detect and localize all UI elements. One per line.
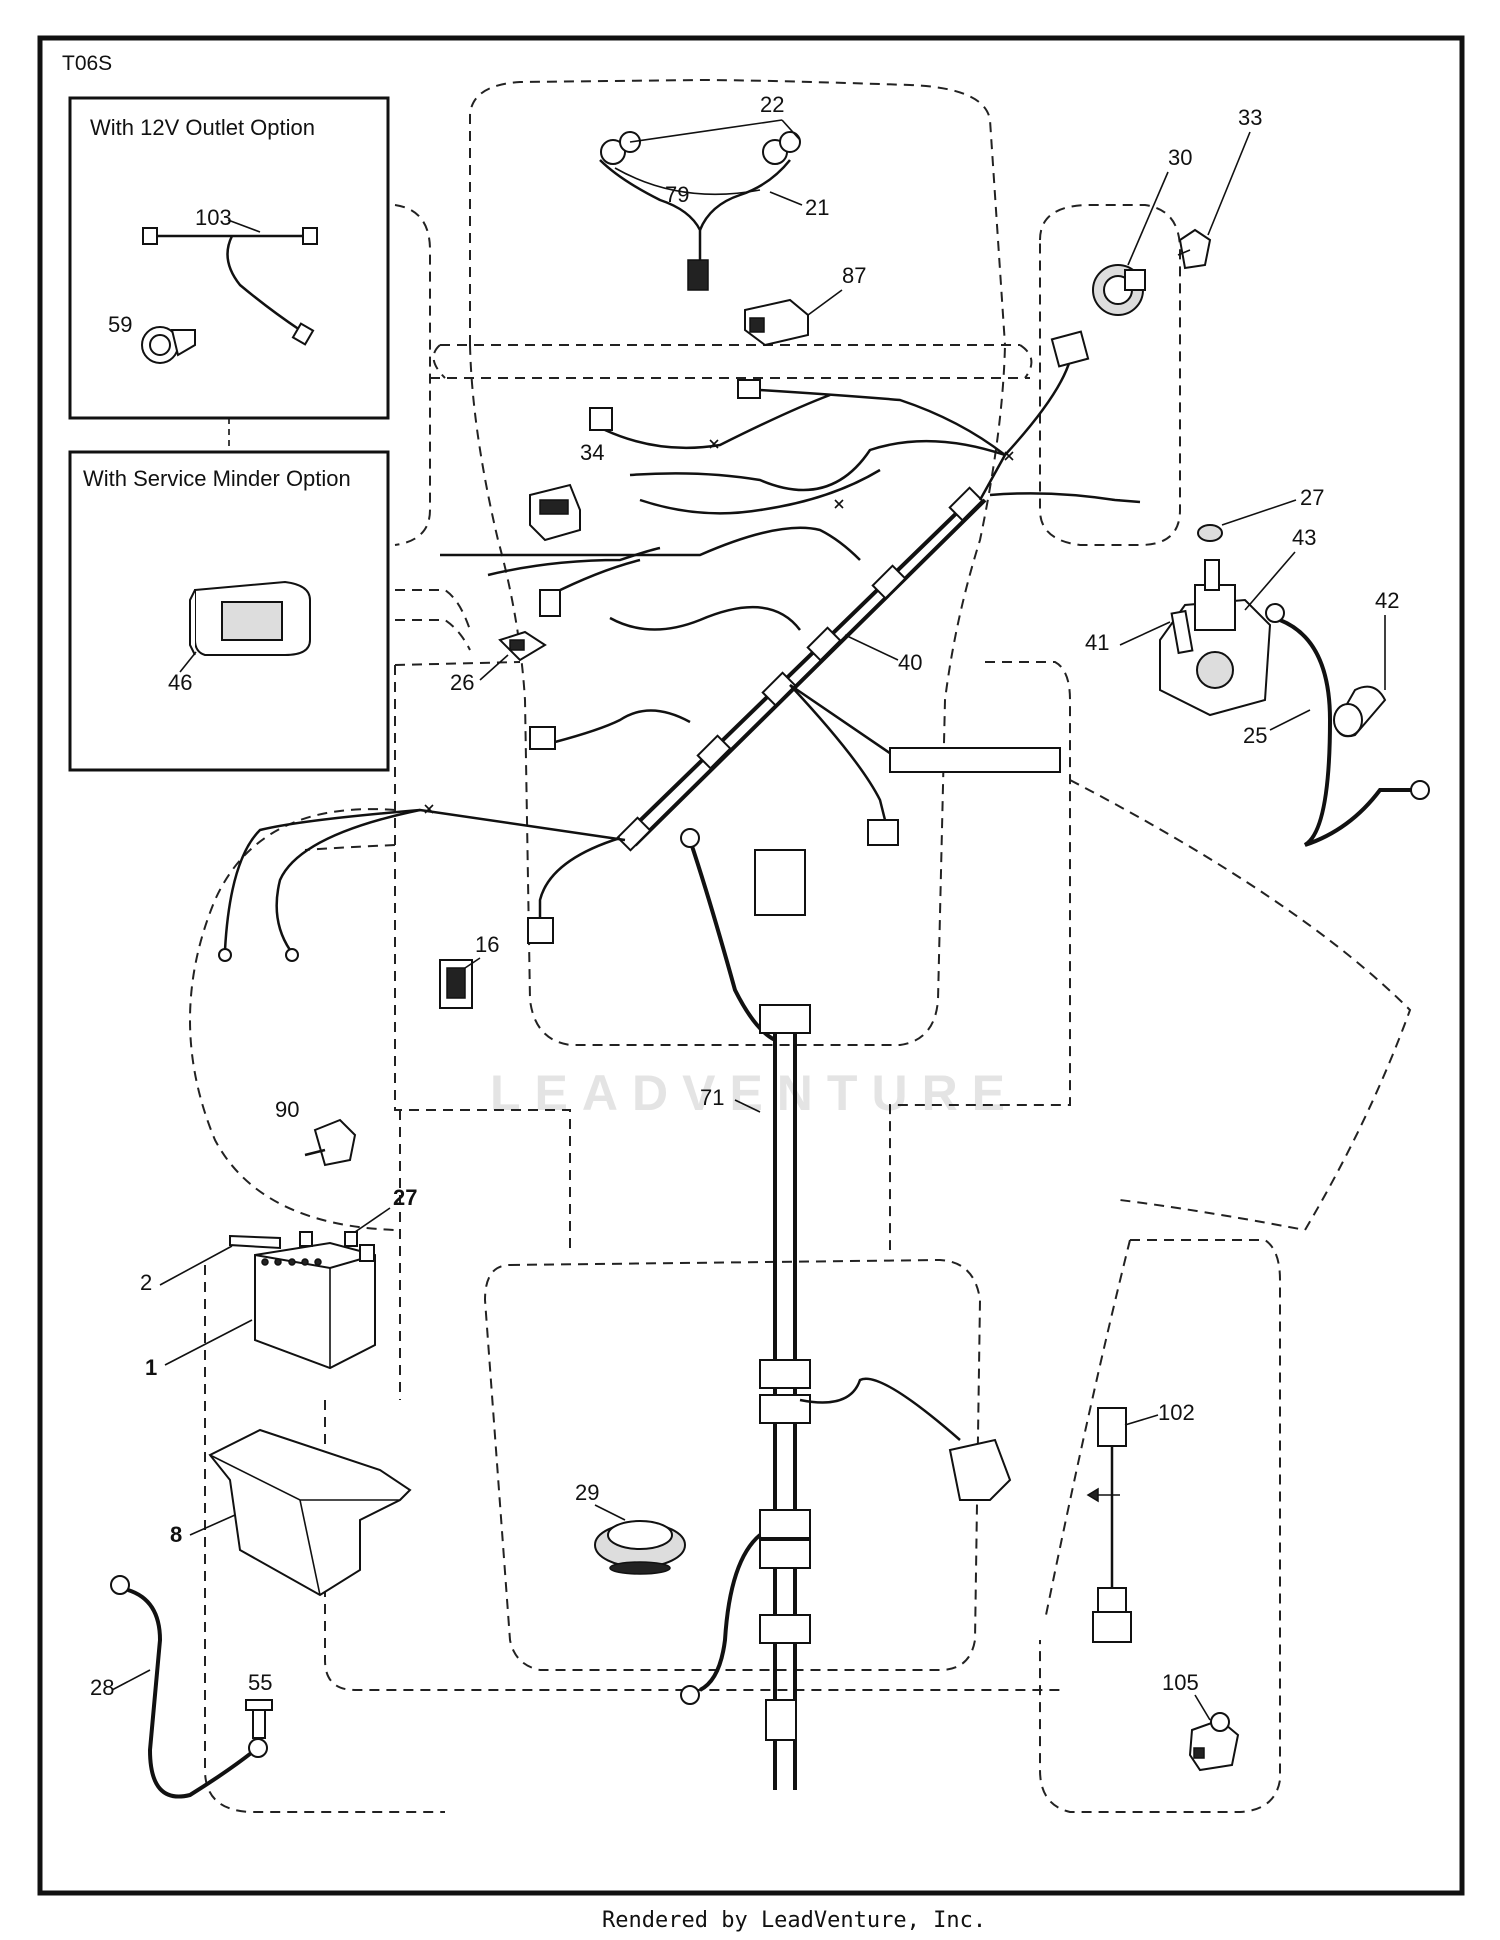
main-harness: 40 — [218, 330, 1141, 962]
battery: 27 2 1 — [140, 1185, 417, 1380]
callout-102: 102 — [1158, 1400, 1195, 1425]
callout-27-battery: 27 — [393, 1185, 417, 1210]
callout-22: 22 — [760, 92, 784, 117]
callout-79: 79 — [665, 182, 689, 207]
callout-27-top: 27 — [1300, 485, 1324, 510]
rear-harness: 71 — [680, 828, 1012, 1790]
callout-71: 71 — [700, 1085, 724, 1110]
breaker-26: 26 — [450, 630, 547, 695]
pto-button-29: 29 — [575, 1480, 686, 1575]
inset-service-minder: With Service Minder Option 46 — [68, 418, 390, 772]
inset-12v-outlet: With 12V Outlet Option 103 59 — [68, 96, 390, 420]
diagram-code: T06S — [62, 52, 112, 75]
callout-90: 90 — [275, 1097, 299, 1122]
battery-tray: 8 — [170, 1428, 412, 1597]
callout-8: 8 — [170, 1522, 182, 1547]
callout-41: 41 — [1085, 630, 1109, 655]
watermark: LEADVENTURE — [490, 1065, 1019, 1121]
callout-28: 28 — [90, 1675, 114, 1700]
callout-42: 42 — [1375, 588, 1399, 613]
ignition-switch: 30 33 — [1092, 105, 1262, 316]
part-90: 90 — [275, 1097, 357, 1167]
diagram-border — [37, 35, 1465, 1896]
callout-1: 1 — [145, 1355, 157, 1380]
starter-solenoid: 27 43 41 42 25 — [1085, 485, 1430, 847]
callout-55: 55 — [248, 1670, 272, 1695]
callout-59: 59 — [108, 312, 132, 337]
footer-credit: Rendered by LeadVenture, Inc. — [602, 1908, 986, 1933]
callout-34: 34 — [580, 440, 604, 465]
part-102: 102 — [1086, 1400, 1195, 1643]
callout-29: 29 — [575, 1480, 599, 1505]
callout-26: 26 — [450, 670, 474, 695]
callout-25: 25 — [1243, 723, 1267, 748]
tractor-outline — [189, 78, 1412, 1813]
callout-33: 33 — [1238, 105, 1262, 130]
switch-16: 16 — [439, 932, 499, 1009]
callout-2: 2 — [140, 1270, 152, 1295]
callout-21: 21 — [805, 195, 829, 220]
callout-46: 46 — [168, 670, 192, 695]
inset-12v-title: With 12V Outlet Option — [90, 115, 315, 140]
callout-16: 16 — [475, 932, 499, 957]
relay-87: 87 — [744, 263, 866, 347]
callout-40: 40 — [898, 650, 922, 675]
callout-103: 103 — [195, 205, 232, 230]
ground-cable: 28 55 — [90, 1575, 273, 1799]
callout-87: 87 — [842, 263, 866, 288]
callout-105: 105 — [1162, 1670, 1199, 1695]
switch-34: 34 — [529, 440, 604, 542]
callout-43: 43 — [1292, 525, 1316, 550]
headlight-harness: 22 79 21 — [599, 92, 829, 291]
part-105: 105 — [1162, 1670, 1240, 1772]
inset-service-minder-title: With Service Minder Option — [83, 466, 351, 491]
callout-30: 30 — [1168, 145, 1192, 170]
